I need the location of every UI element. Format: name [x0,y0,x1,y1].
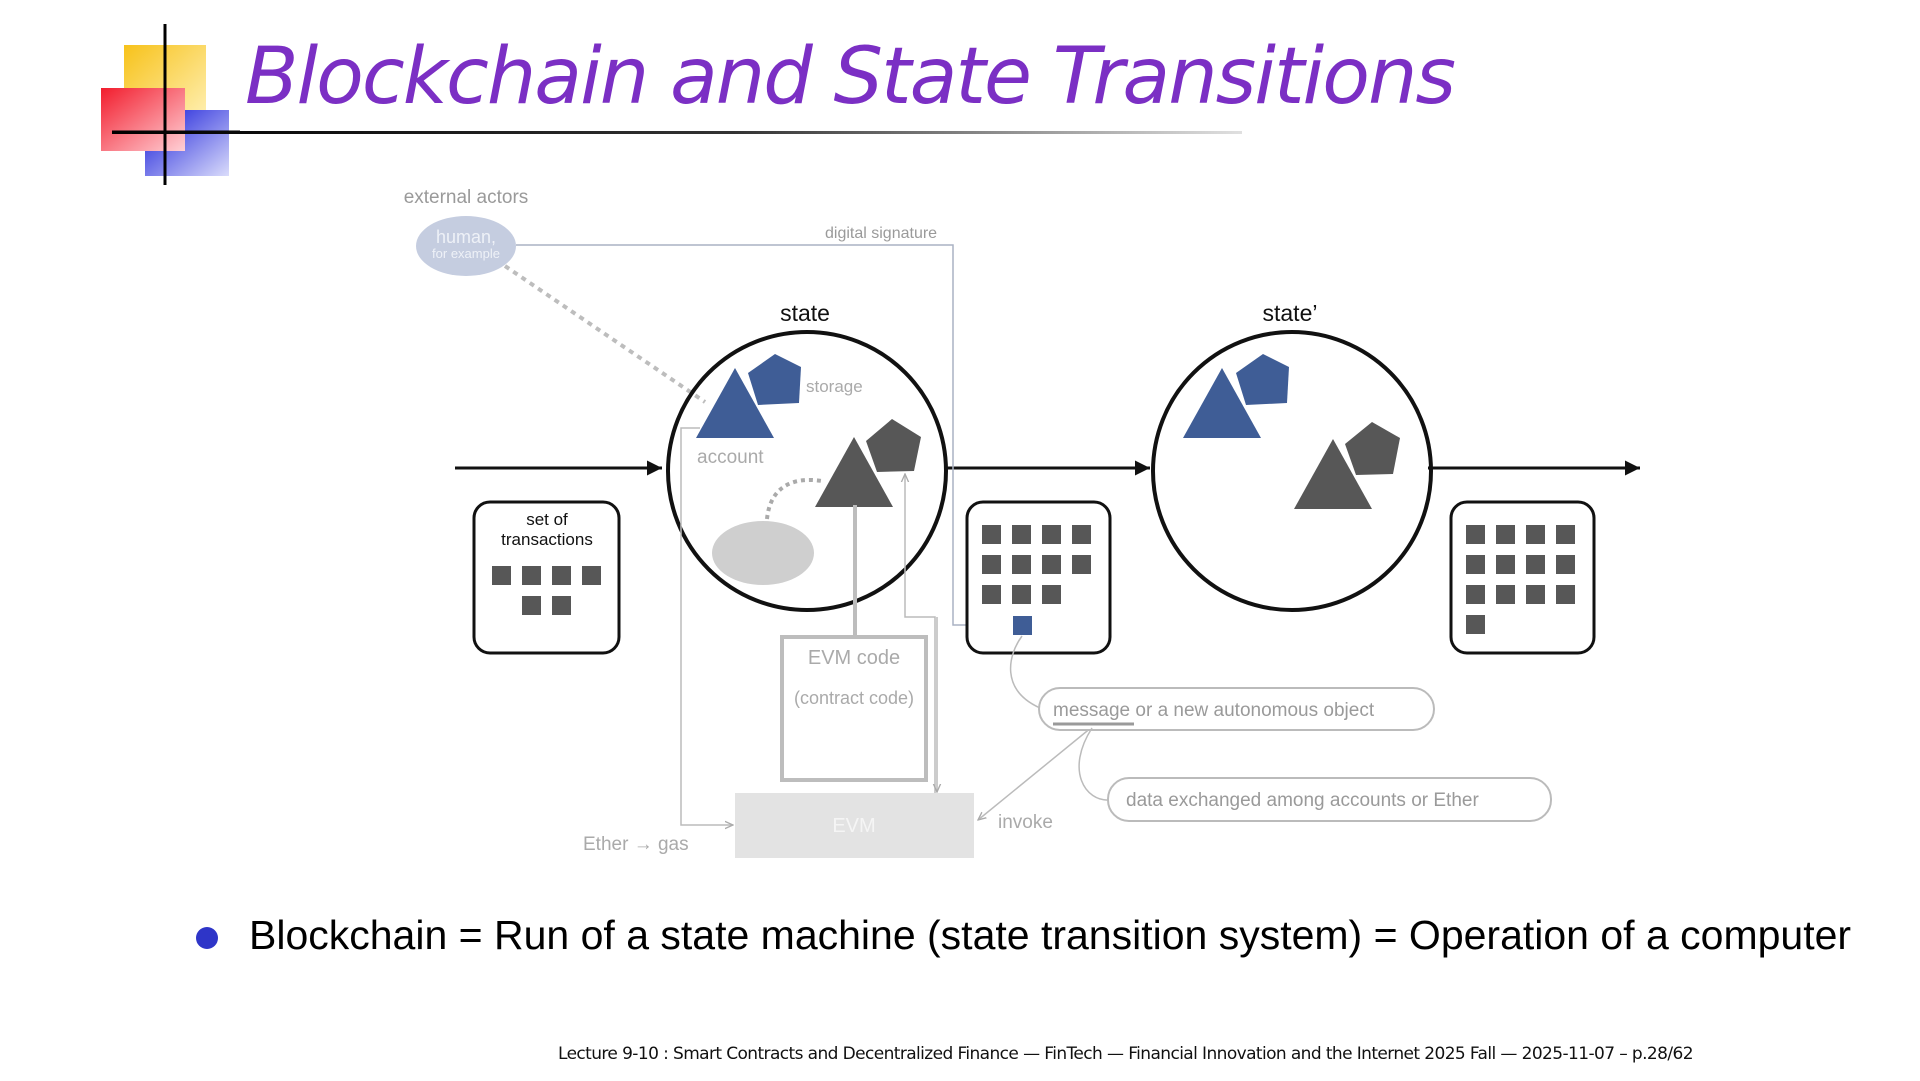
data-callout-label: data exchanged among accounts or Ether [1126,790,1479,811]
contract-code-label: (contract code) [794,688,914,708]
logo-red-square [101,88,185,151]
state-prime-circle [1151,330,1433,612]
ellipse-to-contract-link [765,478,823,520]
evm-to-contract-line [905,474,936,793]
contract-dark-pentagon [866,419,921,472]
message-callout-label: message or a new autonomous object [1053,700,1375,721]
slide-footer: Lecture 9-10 : Smart Contracts and Decen… [558,1044,1694,1064]
evm-label: EVM [832,815,875,837]
bullet-text: Blockchain = Run of a state machine (sta… [249,912,1852,958]
state-circle [666,330,948,612]
account-label: account [697,447,764,468]
storage-blue-pentagon-prime [1236,354,1289,405]
invoke-arrow [978,726,1093,820]
message-rest: or a new autonomous object [1135,700,1374,721]
middle-transaction-squares [982,525,1091,604]
evm-code-box [780,635,928,782]
ether-gas-label: Ether → gas [583,834,689,855]
external-actors-label: external actors [404,187,529,208]
message-callout [1038,687,1435,731]
state-prime-label: state’ [1263,300,1318,326]
transactions-box-middle [965,500,1112,655]
message-callout-line [1009,635,1041,709]
data-callout-line [1078,727,1111,801]
title-rule [112,131,1242,134]
data-callout [1107,777,1552,822]
gas-flow-line [680,427,733,825]
new-message-square [1013,616,1032,635]
autonomous-object-ellipse [712,521,814,585]
human-to-account-link [503,264,707,404]
slide-title: Blockchain and State Transitions [245,32,1456,122]
contract-dark-triangle-prime [1294,439,1372,509]
right-transaction-squares [1466,525,1575,634]
human-label: human, [436,227,496,247]
message-word: message [1053,700,1130,721]
account-blue-triangle [696,368,774,438]
storage-label: storage [806,377,863,396]
human-actor [416,216,516,276]
contract-dark-triangle [815,437,893,507]
contract-dark-pentagon-prime [1345,422,1400,475]
evm-code-label: EVM code [808,647,900,669]
transactions-label: transactions [501,530,593,549]
set-of-transactions-box [472,500,621,655]
for-example-label: for example [432,246,500,261]
initial-transaction-squares [492,566,601,615]
storage-blue-pentagon [748,354,801,405]
state-label: state [780,300,830,326]
bullet-dot-icon [196,927,218,949]
evm-box [735,793,974,858]
account-blue-triangle-prime [1183,368,1261,438]
set-of-label: set of [526,510,568,529]
invoke-label: invoke [998,812,1053,833]
digital-signature-label: digital signature [825,225,937,242]
